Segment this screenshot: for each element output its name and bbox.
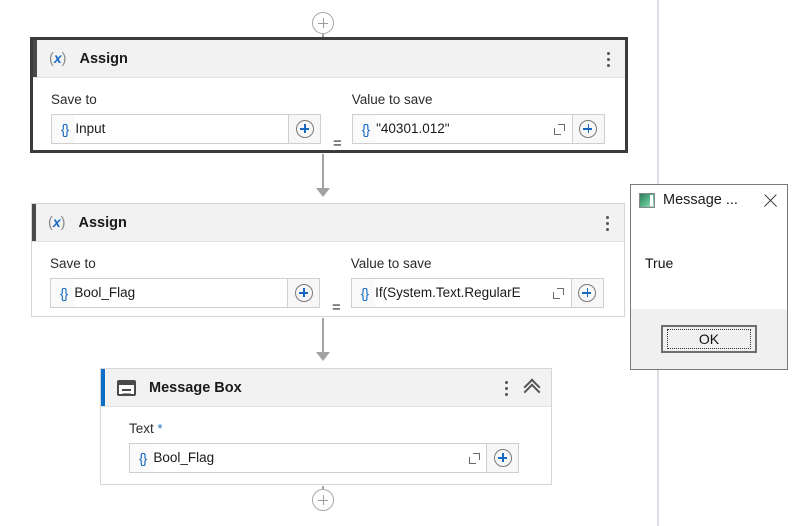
value-to-save-add-button-assign-1[interactable] <box>572 114 605 144</box>
activity-header-assign-1[interactable]: (x) Assign <box>33 40 625 78</box>
plus-circle-icon <box>295 120 314 138</box>
ok-button-label: OK <box>667 329 751 349</box>
collapse-chevron-up-icon[interactable] <box>523 378 541 400</box>
message-box-icon <box>117 379 136 396</box>
expand-expression-icon-assign-2[interactable] <box>546 279 571 307</box>
activity-title: Assign <box>78 214 127 231</box>
activity-menu-button-message-box[interactable] <box>499 378 513 398</box>
value-to-save-value: "40301.012" <box>376 115 548 143</box>
connector-top <box>322 34 324 37</box>
required-marker: * <box>157 421 163 436</box>
activity-menu-button-assign-1[interactable] <box>601 49 615 69</box>
expression-brace-icon: {} <box>360 285 369 301</box>
assign-operator: = <box>333 135 342 152</box>
expand-expression-icon-message-box[interactable] <box>462 444 486 472</box>
activity-card-assign-1[interactable]: (x) Assign Save to {} Input <box>30 37 628 153</box>
activity-title: Message Box <box>149 379 242 396</box>
activity-accent-bar <box>33 40 37 77</box>
dialog-title: Message ... <box>663 192 738 208</box>
plus-circle-icon <box>579 120 598 138</box>
text-input-value: Bool_Flag <box>153 444 462 472</box>
value-to-save-label: Value to save <box>350 256 432 271</box>
value-to-save-input-assign-2[interactable]: {} If(System.Text.RegularE <box>350 278 572 308</box>
connector-bottom <box>322 486 324 489</box>
close-icon[interactable] <box>753 185 787 215</box>
activity-card-message-box[interactable]: Message Box Text * {} Bool_Fl <box>100 368 552 485</box>
save-to-input-assign-1[interactable]: {} Input <box>51 114 289 144</box>
expression-brace-icon: {} <box>139 450 147 466</box>
app-window-icon <box>639 192 655 208</box>
save-to-value: Bool_Flag <box>74 279 287 307</box>
activity-header-message-box[interactable]: Message Box <box>101 369 551 407</box>
save-to-add-button-assign-1[interactable] <box>289 114 321 144</box>
activity-body-assign-1: Save to {} Input = <box>33 78 625 175</box>
plus-circle-icon <box>294 284 313 302</box>
connector-2 <box>322 318 324 356</box>
connector-2-arrow <box>316 352 330 361</box>
save-to-label: Save to <box>50 256 96 271</box>
text-input-message-box[interactable]: {} Bool_Flag <box>129 443 487 473</box>
dialog-title-bar[interactable]: Message ... <box>631 185 787 215</box>
text-field-label: Text * <box>129 421 519 436</box>
activity-body-message-box: Text * {} Bool_Flag <box>101 407 551 489</box>
activity-accent-bar <box>101 369 105 406</box>
dialog-message: True <box>645 255 674 271</box>
value-to-save-input-assign-1[interactable]: {} "40301.012" <box>351 114 573 144</box>
plus-circle-icon <box>578 284 597 302</box>
assign-operator: = <box>332 299 341 316</box>
assign-variable-icon: (x) <box>49 50 67 67</box>
value-to-save-value: If(System.Text.RegularE <box>375 279 547 307</box>
dialog-footer: OK <box>631 309 787 369</box>
dialog-body: True <box>631 215 787 309</box>
save-to-input-assign-2[interactable]: {} Bool_Flag <box>50 278 288 308</box>
activity-card-assign-2[interactable]: (x) Assign Save to {} Bool_Flag <box>31 203 625 317</box>
plus-circle-icon <box>493 449 512 467</box>
activity-accent-bar <box>32 204 36 241</box>
add-activity-button-bottom[interactable] <box>312 489 334 511</box>
save-to-label: Save to <box>51 92 97 107</box>
connector-1-arrow <box>316 188 330 197</box>
expression-brace-icon: {} <box>361 121 370 137</box>
activity-header-assign-2[interactable]: (x) Assign <box>32 204 624 242</box>
ok-button[interactable]: OK <box>661 325 757 353</box>
expression-brace-icon: {} <box>61 121 69 137</box>
expression-brace-icon: {} <box>60 285 68 301</box>
activity-title: Assign <box>79 50 128 67</box>
save-to-value: Input <box>75 115 288 143</box>
activity-menu-button-assign-2[interactable] <box>600 213 614 233</box>
value-to-save-label: Value to save <box>351 92 433 107</box>
message-box-dialog[interactable]: Message ... True OK <box>630 184 788 370</box>
text-field-label-text: Text <box>129 421 154 436</box>
value-to-save-add-button-assign-2[interactable] <box>571 278 604 308</box>
activity-body-assign-2: Save to {} Bool_Flag = Valu <box>32 242 624 339</box>
save-to-add-button-assign-2[interactable] <box>288 278 320 308</box>
text-add-button-message-box[interactable] <box>487 443 519 473</box>
add-activity-button-top[interactable] <box>312 12 334 34</box>
expand-expression-icon-assign-1[interactable] <box>547 115 572 143</box>
connector-1 <box>322 154 324 192</box>
assign-variable-icon: (x) <box>48 214 66 231</box>
